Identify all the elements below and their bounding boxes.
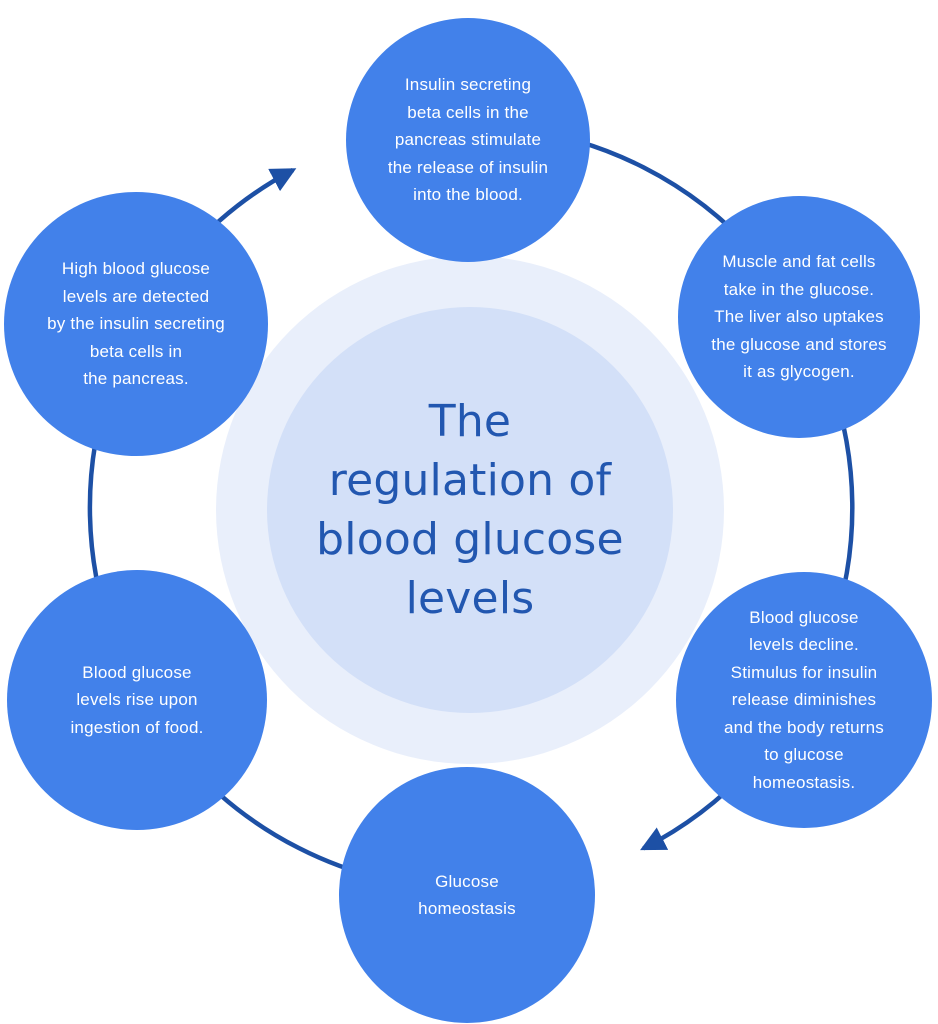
step-text-levels-decline: Blood glucose levels decline. Stimulus f… — [724, 607, 884, 792]
center-circle: The regulation of blood glucose levels — [267, 307, 673, 713]
step-text-levels-rise: Blood glucose levels rise upon ingestion… — [70, 662, 204, 737]
step-circle-insulin-release: Insulin secreting beta cells in the panc… — [346, 18, 590, 262]
step-circle-levels-rise: Blood glucose levels rise upon ingestion… — [7, 570, 267, 830]
step-circle-glucose-uptake: Muscle and fat cells take in the glucose… — [678, 196, 920, 438]
step-text-glucose-uptake: Muscle and fat cells take in the glucose… — [711, 252, 887, 382]
step-text-detection: High blood glucose levels are detected b… — [47, 259, 225, 389]
step-text-homeostasis: Glucose homeostasis — [418, 871, 516, 919]
step-text-insulin-release: Insulin secreting beta cells in the panc… — [387, 75, 549, 205]
step-circle-levels-decline: Blood glucose levels decline. Stimulus f… — [676, 572, 932, 828]
step-circle-detection: High blood glucose levels are detected b… — [4, 192, 268, 456]
diagram-title: The regulation of blood glucose levels — [316, 396, 624, 624]
step-circle-homeostasis: Glucose homeostasis — [339, 767, 595, 1023]
